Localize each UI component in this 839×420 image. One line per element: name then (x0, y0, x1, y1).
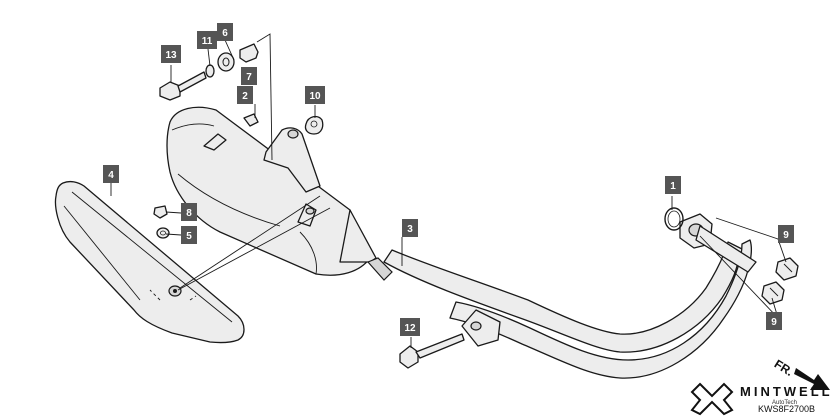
svg-text:MINTWELL: MINTWELL (740, 384, 833, 399)
callout-4: 4 (103, 165, 119, 183)
svg-text:KWS8F2700B: KWS8F2700B (758, 404, 815, 414)
svg-text:FR.: FR. (772, 357, 796, 379)
leader-lines (110, 33, 787, 348)
svg-text:9: 9 (771, 317, 777, 328)
callout-11: 11 (197, 31, 217, 49)
washer (205, 64, 215, 78)
svg-text:12: 12 (404, 323, 416, 334)
svg-text:11: 11 (202, 36, 213, 47)
callout-13: 13 (161, 45, 181, 63)
callout-9-lower: 9 (766, 312, 782, 330)
svg-text:9: 9 (783, 230, 789, 241)
upper-bolt (159, 71, 207, 101)
svg-text:3: 3 (407, 224, 413, 235)
svg-text:8: 8 (186, 208, 192, 219)
gasket-ring (664, 207, 684, 231)
svg-text:6: 6 (222, 28, 228, 39)
mounting-bolt (399, 333, 465, 369)
heat-shield (54, 180, 245, 344)
svg-text:5: 5 (186, 231, 192, 242)
svg-text:4: 4 (108, 170, 114, 181)
cap-nut-lower (761, 281, 785, 305)
callout-5: 5 (181, 226, 197, 244)
callout-10: 10 (305, 86, 325, 104)
callout-12: 12 (400, 318, 420, 336)
svg-text:AutoTech: AutoTech (772, 400, 797, 406)
brand-watermark: MINTWELL AutoTech KWS8F2700B (690, 382, 833, 416)
collar (239, 43, 259, 63)
shield-screw (153, 205, 168, 219)
callout-6: 6 (217, 23, 233, 41)
brand-logo-icon (690, 382, 734, 416)
svg-text:13: 13 (165, 50, 177, 61)
cap-nut-upper (775, 257, 799, 281)
front-arrow-icon (794, 368, 830, 390)
rubber-mount (304, 115, 324, 135)
damper-rubber (217, 52, 235, 72)
muffler-clip (243, 113, 259, 127)
muffler-assembly (166, 106, 757, 379)
svg-text:10: 10 (309, 91, 321, 102)
svg-text:7: 7 (246, 72, 252, 83)
shield-collar (156, 227, 170, 239)
callout-7: 7 (241, 67, 257, 85)
callout-2: 2 (237, 86, 253, 104)
callout-8: 8 (181, 203, 197, 221)
callout-1: 1 (665, 176, 681, 194)
callout-9-upper: 9 (778, 225, 794, 243)
svg-text:2: 2 (242, 91, 248, 102)
callout-3: 3 (402, 219, 418, 237)
svg-text:1: 1 (670, 181, 676, 192)
